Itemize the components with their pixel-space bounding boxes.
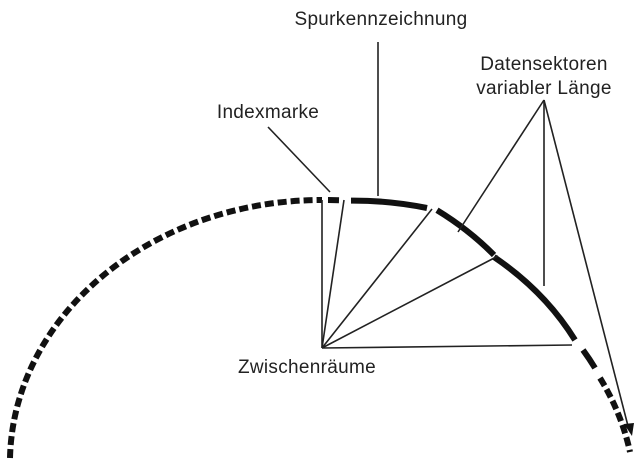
radial-line-1	[321, 199, 345, 349]
track-dashed-right	[597, 376, 633, 453]
label-gaps: Zwischenräume	[238, 357, 376, 378]
arrowhead	[624, 423, 634, 436]
leader-lines	[267, 42, 629, 427]
leader-index-mark	[267, 126, 331, 193]
label-data-sectors-line1: Datensektoren	[480, 54, 607, 75]
track-dashed-left	[7, 197, 323, 459]
radial-line-4	[321, 344, 573, 349]
leader-sector-3	[543, 99, 629, 427]
track-segment-sector-2	[492, 254, 578, 342]
label-index-mark: Indexmarke	[217, 102, 319, 123]
label-data-sectors-line2: variabler Länge	[476, 78, 611, 99]
radial-lines	[321, 199, 573, 349]
radial-line-3	[321, 255, 499, 349]
track-segment-sector-3	[580, 348, 598, 370]
leader-sector-1	[457, 99, 545, 233]
radial-line-2	[321, 208, 433, 349]
label-track-id: Spurkennzeichnung	[294, 9, 467, 30]
track-segment-id	[350, 197, 428, 211]
track-segment-sector-1	[435, 207, 497, 258]
